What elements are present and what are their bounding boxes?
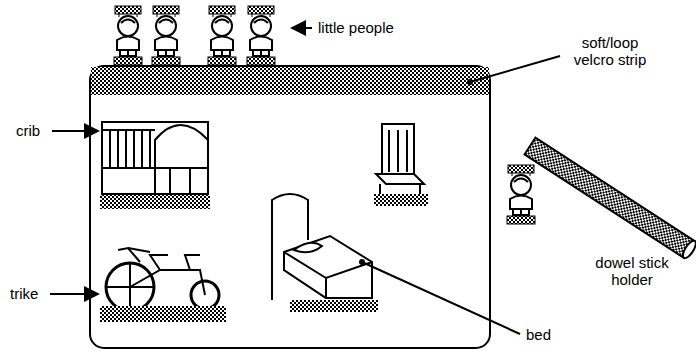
bed-picture xyxy=(272,194,372,300)
leader-dot xyxy=(359,259,365,265)
velcro-backing xyxy=(100,195,210,209)
crib-picture xyxy=(102,122,208,194)
velcro-strip xyxy=(91,67,489,95)
felt-board xyxy=(90,66,490,348)
part-label: dowel stick holder xyxy=(584,254,680,288)
little-person xyxy=(247,6,275,65)
leader-arrow xyxy=(50,293,98,295)
leader-line xyxy=(362,262,520,334)
little-person xyxy=(152,6,180,65)
velcro-backing xyxy=(374,194,428,206)
dowel-stick xyxy=(525,138,696,260)
part-label: trike xyxy=(10,285,54,302)
chair-picture xyxy=(376,124,424,196)
velcro-backing xyxy=(100,306,226,322)
part-label: little people xyxy=(318,19,428,36)
trike-picture xyxy=(106,248,219,311)
leader-dot xyxy=(467,79,473,85)
little-person xyxy=(507,165,535,224)
part-label: soft/loop velcro strip xyxy=(562,34,658,68)
part-label: bed xyxy=(526,326,566,343)
velcro-backing xyxy=(290,300,378,312)
leader-line xyxy=(470,56,560,82)
leader-arrow xyxy=(292,27,312,29)
little-person xyxy=(114,6,142,65)
leader-arrow xyxy=(52,130,98,132)
part-label: crib xyxy=(16,122,56,139)
little-person xyxy=(208,6,236,65)
